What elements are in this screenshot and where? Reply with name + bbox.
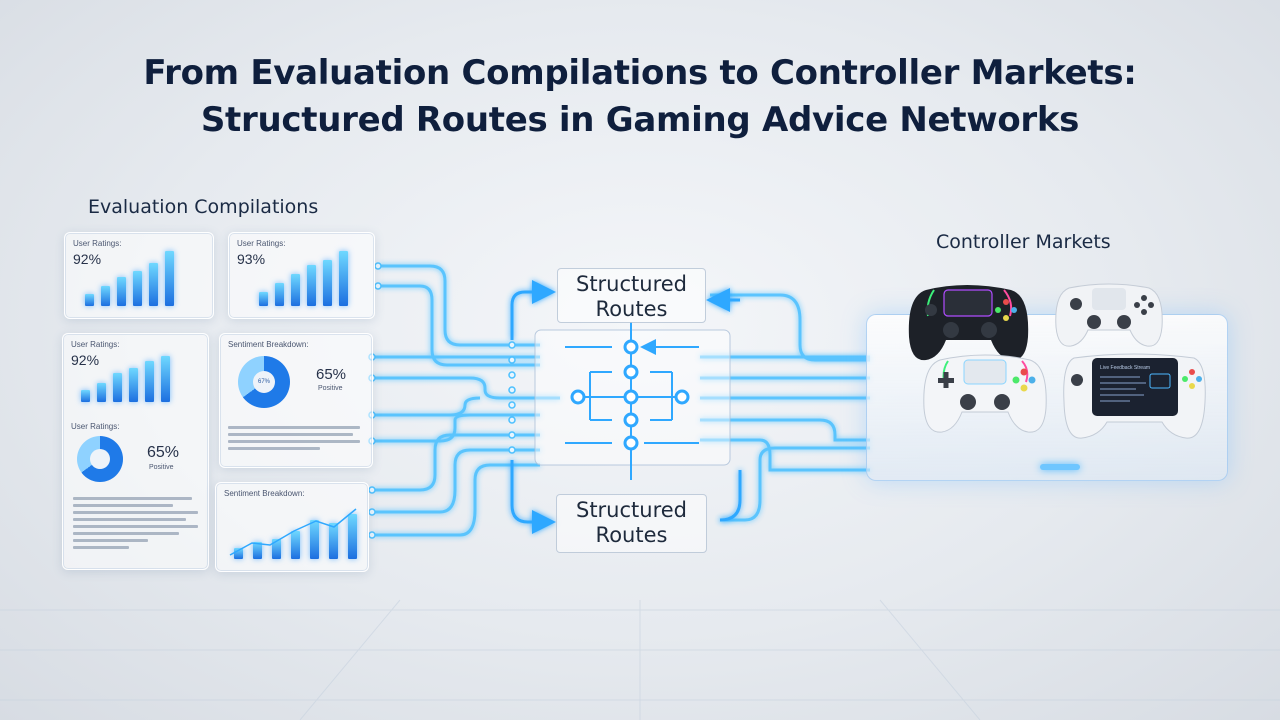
evaluation-compilations-label: Evaluation Compilations — [88, 196, 319, 218]
chart-bar — [117, 277, 126, 306]
handheld-console-icon[interactable]: Live Feedback Stream — [1062, 352, 1207, 444]
console-screen-title: Live Feedback Stream — [1100, 365, 1150, 371]
right-flow-lines — [700, 293, 870, 522]
chart-bar — [101, 285, 110, 306]
donut-sub: Positive — [149, 464, 174, 471]
chart-bar — [234, 547, 243, 559]
structured-routes-top-label: Structured Routes — [575, 272, 688, 321]
page-title: From Evaluation Compilations to Controll… — [0, 50, 1280, 144]
text-block — [228, 426, 360, 454]
chart-bar — [272, 539, 281, 559]
chart-bar — [310, 519, 319, 559]
bar-group — [81, 354, 170, 402]
card-value: 93% — [237, 251, 266, 267]
user-ratings-card-1: User Ratings: 92% — [64, 232, 214, 319]
sentiment-breakdown-card-1: Sentiment Breakdown: 67% 65% Positive — [219, 333, 373, 468]
structured-routes-bottom-label: Structured Routes — [575, 498, 688, 547]
card-label: User Ratings: — [237, 239, 286, 248]
chart-bar — [165, 250, 174, 306]
sentiment-breakdown-card-2: Sentiment Breakdown: — [215, 482, 369, 572]
chart-bar — [85, 294, 94, 306]
user-ratings-card-3: User Ratings: 92% User Ratings: 65% Posi… — [62, 333, 209, 570]
structured-routes-top: Structured Routes — [557, 268, 706, 323]
card-value: 92% — [73, 251, 102, 267]
structured-routes-bottom: Structured Routes — [556, 494, 707, 553]
chart-bar — [323, 259, 332, 306]
card-label: User Ratings: — [71, 340, 120, 349]
port-dots — [368, 262, 516, 539]
card-label: Sentiment Breakdown: — [228, 340, 309, 349]
bar-group — [85, 248, 174, 306]
chart-bar — [259, 291, 268, 306]
donut-chart: 67% — [238, 356, 290, 408]
donut-value: 65% — [147, 444, 180, 461]
donut-chart — [77, 436, 123, 482]
title-line-1: From Evaluation Compilations to Controll… — [143, 53, 1137, 93]
bar-group — [259, 248, 348, 306]
chart-bar — [97, 382, 106, 402]
left-flow-lines — [372, 264, 560, 537]
card-label: Sentiment Breakdown: — [224, 489, 305, 498]
card-label: User Ratings: — [73, 239, 122, 248]
donut-sub: Positive — [318, 385, 343, 392]
platform-light — [1040, 464, 1080, 470]
chart-bar — [307, 265, 316, 306]
chart-bar — [339, 250, 348, 306]
route-arrows — [510, 280, 742, 534]
white-controller-icon[interactable] — [1054, 282, 1164, 352]
chart-bar — [291, 274, 300, 306]
title-line-2: Structured Routes in Gaming Advice Netwo… — [200, 100, 1080, 140]
chart-bar — [329, 522, 338, 559]
chart-bar — [253, 542, 262, 559]
chart-bar — [113, 373, 122, 402]
trend-line — [229, 508, 357, 556]
text-block — [73, 497, 198, 553]
card-value: 92% — [71, 352, 100, 368]
donut-center-value: 67% — [253, 371, 275, 393]
chart-bar — [161, 356, 170, 402]
white-rgb-controller-icon[interactable] — [920, 352, 1050, 440]
user-ratings-card-2: User Ratings: 93% — [228, 232, 375, 319]
donut-value: 65% — [316, 366, 347, 383]
floor-grid — [0, 599, 1280, 720]
chart-bar — [145, 361, 154, 402]
card-label-lower: User Ratings: — [71, 422, 120, 431]
chart-bar — [275, 282, 284, 306]
chart-bar — [149, 262, 158, 306]
chart-bar — [291, 531, 300, 559]
hub-nodes — [570, 339, 690, 451]
chart-bar — [348, 514, 357, 559]
chart-bar — [81, 390, 90, 402]
bar-group — [234, 503, 357, 559]
chart-bar — [129, 368, 138, 402]
chart-bar — [133, 271, 142, 306]
controller-markets-label: Controller Markets — [936, 231, 1111, 253]
black-controller-icon[interactable] — [906, 282, 1031, 367]
